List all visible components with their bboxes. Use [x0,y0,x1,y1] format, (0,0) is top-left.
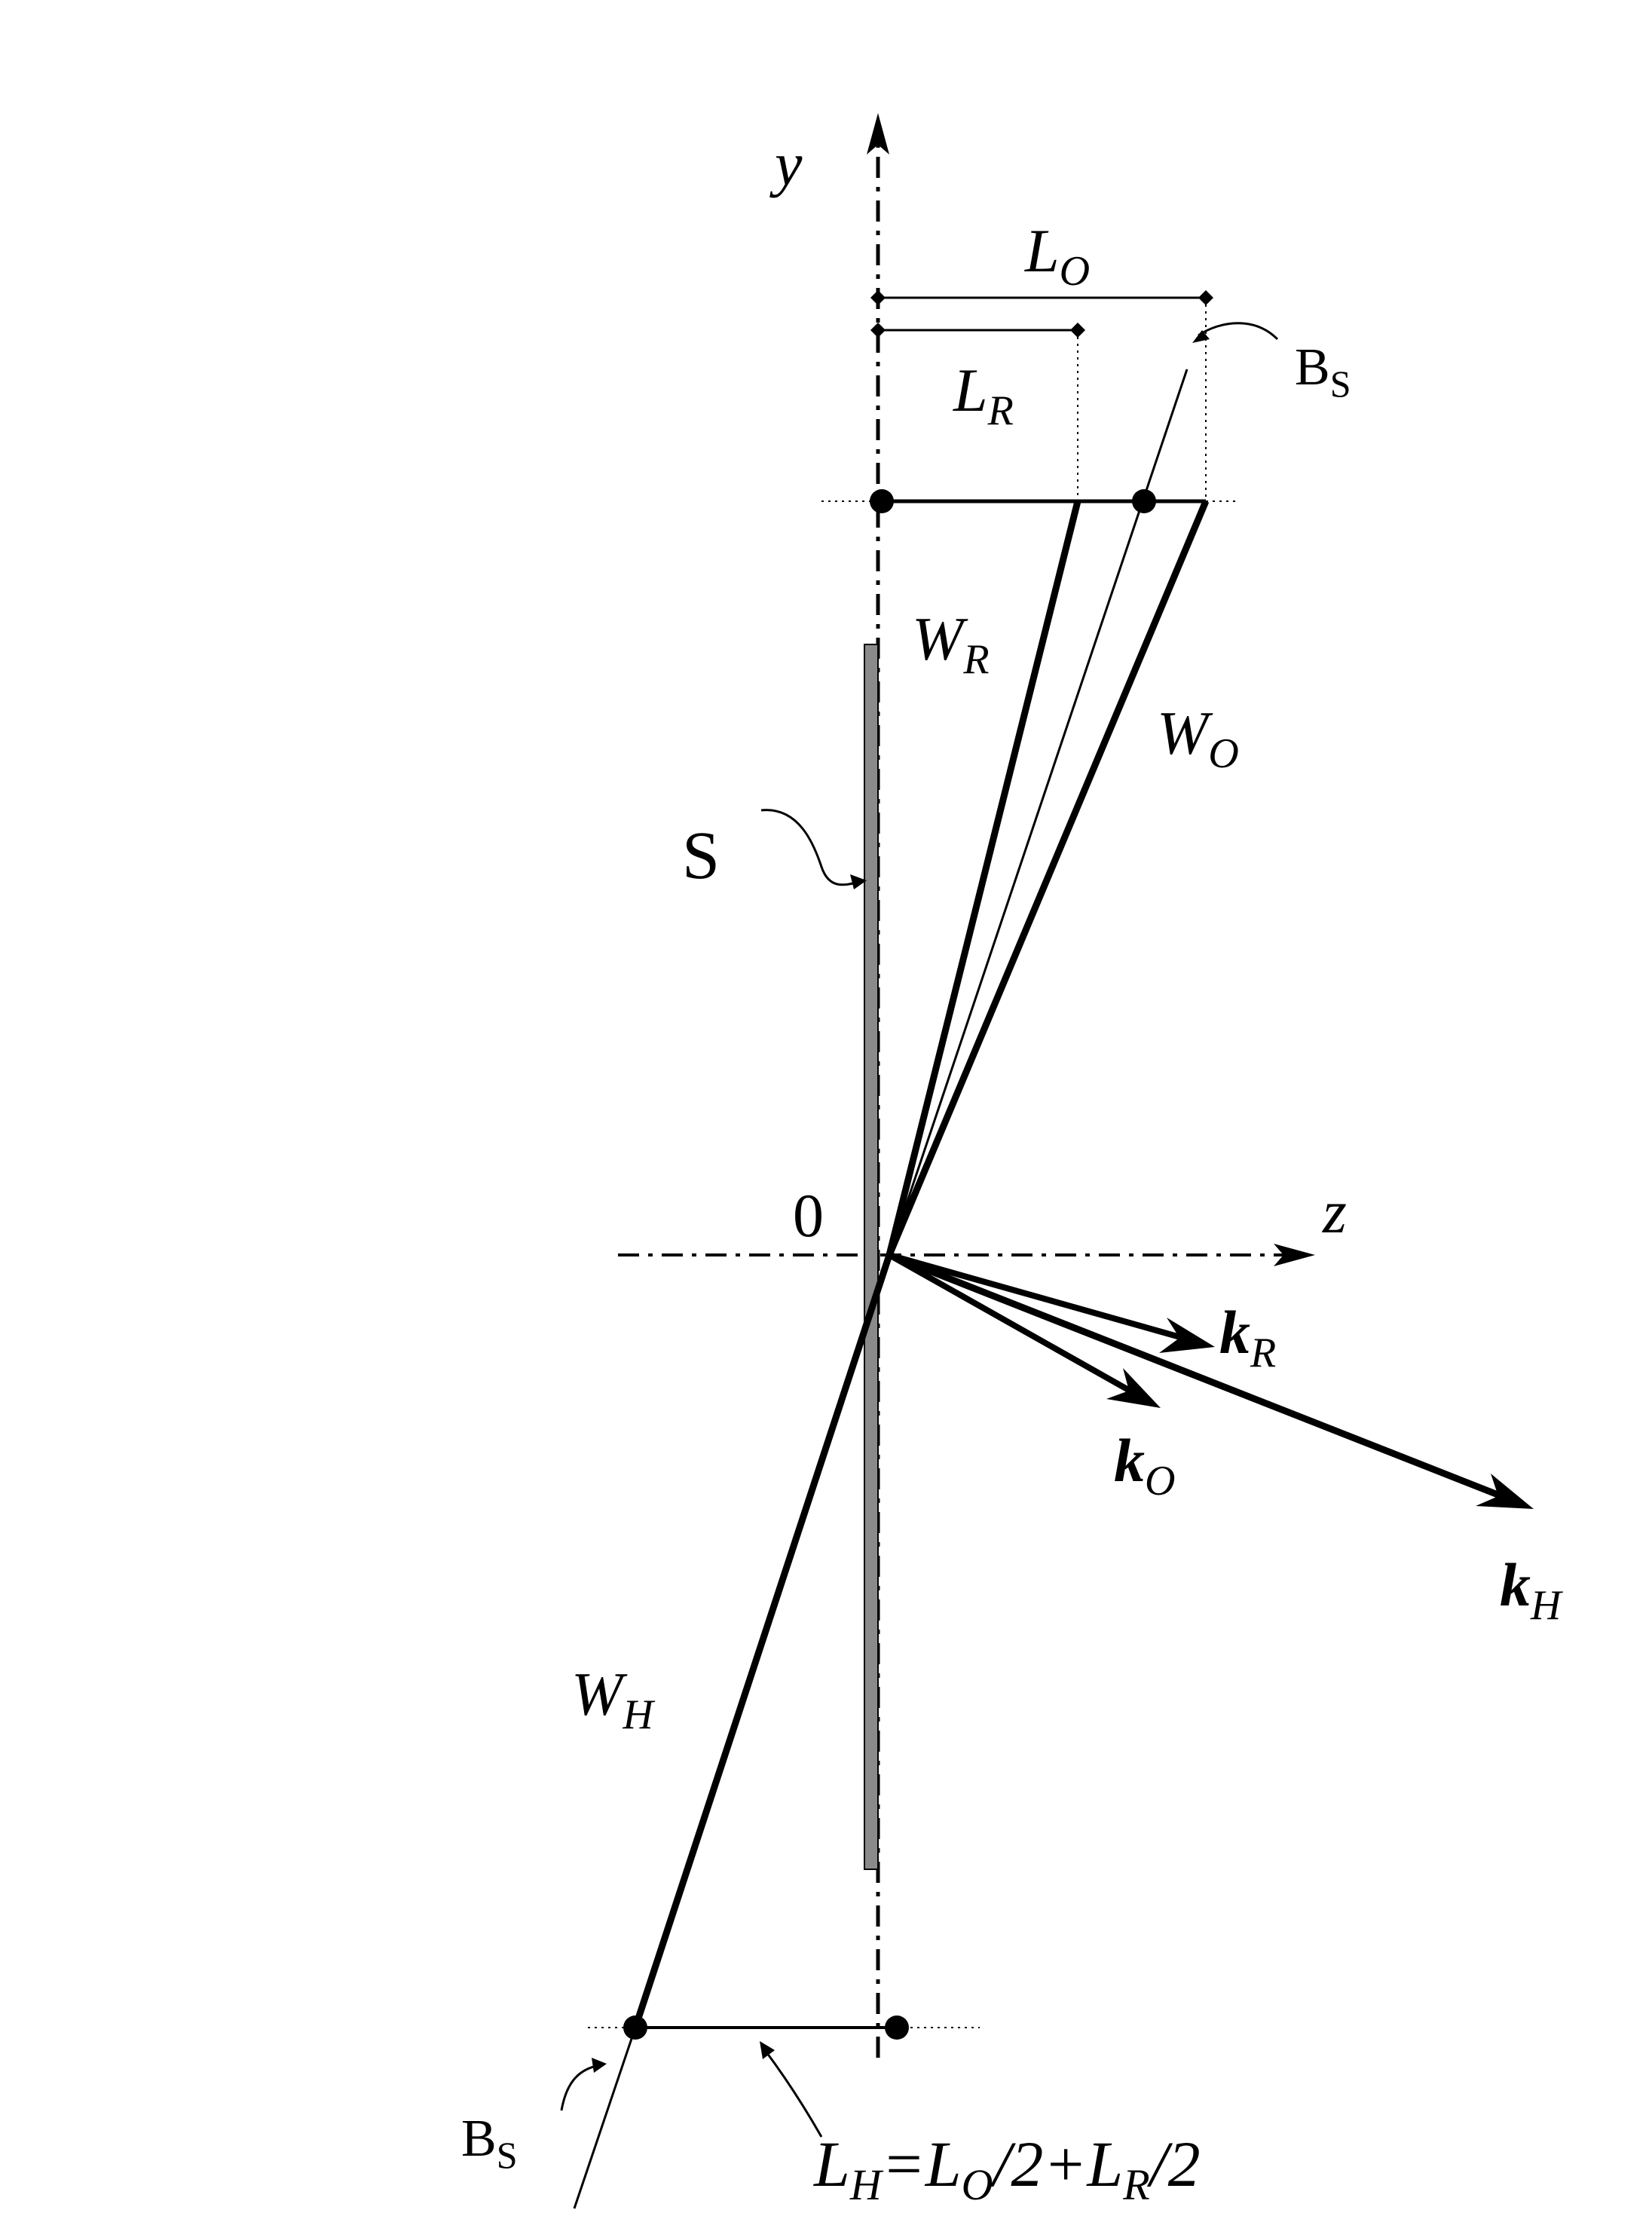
arrowhead-k-O [1106,1368,1161,1408]
pointer-L-H [763,2049,823,2138]
point-bottom-bs [623,2016,647,2040]
label-L-H-formula: LH=LO/2+LR/2 [812,2128,1201,2209]
arrowhead-k-R [1159,1318,1215,1353]
label-k-O: kO [1114,1426,1175,1504]
ray-B-s-bottom [573,2027,637,2209]
label-L-R: LR [953,356,1014,434]
z-axis-arrowhead [1274,1244,1315,1266]
y-axis-arrowhead [867,113,889,155]
sample-slab [864,644,879,1870]
label-W-R: WR [912,605,990,683]
label-k-R: kR [1219,1298,1276,1376]
pointer-B-s-top [1198,322,1279,341]
label-L-O: LO [1024,216,1090,295]
vector-k-O [888,1252,1138,1397]
pointer-B-s-bottom-head [592,2058,607,2073]
dimension-tick [870,290,886,305]
point-top-bs [1132,489,1156,513]
pointer-S [760,809,860,886]
ray-W-H [632,1253,893,2029]
label-B-s-top: BS [1295,338,1351,405]
origin-label: 0 [793,1181,824,1250]
point-top-y-axis [870,489,894,513]
ray-W-O [886,500,1210,1256]
pointer-L-H-head [760,2041,775,2059]
arrowhead-k-H [1476,1474,1534,1509]
label-W-O: WO [1157,699,1239,777]
label-S: S [682,819,720,893]
pointer-B-s-top-head [1192,330,1210,343]
point-bottom-y-axis [885,2016,909,2040]
vector-k-H [888,1251,1509,1502]
label-W-H: WH [571,1660,655,1738]
dimension-tick [870,323,886,338]
vector-k-R [888,1252,1192,1343]
pointer-B-s-bottom [560,2064,600,2111]
y-axis-label: y [769,130,803,198]
z-axis-label: z [1322,1177,1347,1246]
label-B-s-bottom: BS [461,2110,518,2176]
pointer-S-head [850,874,867,889]
ray-B-s-top [888,369,1189,1256]
ray-W-R [886,500,1081,1256]
label-k-H: kH [1500,1550,1563,1629]
